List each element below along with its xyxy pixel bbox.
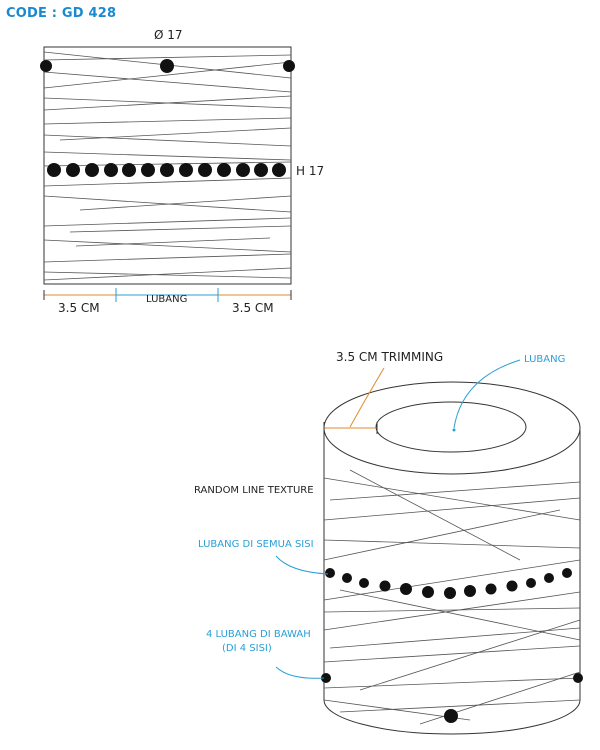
side-holes-label: LUBANG DI SEMUA SISI	[198, 539, 314, 550]
iso-opening	[375, 401, 527, 453]
iso-bottom-holes	[321, 673, 583, 723]
front-body-outline	[43, 46, 292, 285]
front-view	[40, 46, 295, 302]
side-holes-leader	[275, 555, 329, 575]
bottom-holes-label-2: (DI 4 SISI)	[222, 643, 272, 654]
right-trim-label: 3.5 CM	[232, 301, 274, 315]
front-top-holes	[40, 59, 295, 73]
trimming-label: 3.5 CM TRIMMING	[336, 350, 444, 364]
middle-hole-label: LUBANG	[146, 294, 188, 305]
height-label: H 17	[296, 164, 325, 178]
iso-hole-label: LUBANG	[524, 354, 566, 365]
front-texture-lines	[43, 51, 292, 281]
hole-leader	[453, 359, 521, 429]
iso-view	[275, 359, 583, 735]
hole	[283, 60, 295, 72]
texture-label: RANDOM LINE TEXTURE	[194, 485, 314, 496]
hole	[40, 60, 52, 72]
iso-hole-row	[325, 568, 572, 599]
hole	[160, 59, 174, 73]
diameter-label: Ø 17	[154, 28, 183, 42]
bottom-holes-label-1: 4 LUBANG DI BAWAH	[206, 629, 311, 640]
product-code: CODE : GD 428	[6, 6, 117, 21]
trim-leader	[349, 367, 385, 428]
left-trim-label: 3.5 CM	[58, 301, 100, 315]
bottom-holes-leader	[275, 666, 325, 679]
front-hole-row	[47, 163, 286, 177]
front-dimensions	[43, 288, 292, 302]
iso-texture-lines	[323, 469, 581, 725]
